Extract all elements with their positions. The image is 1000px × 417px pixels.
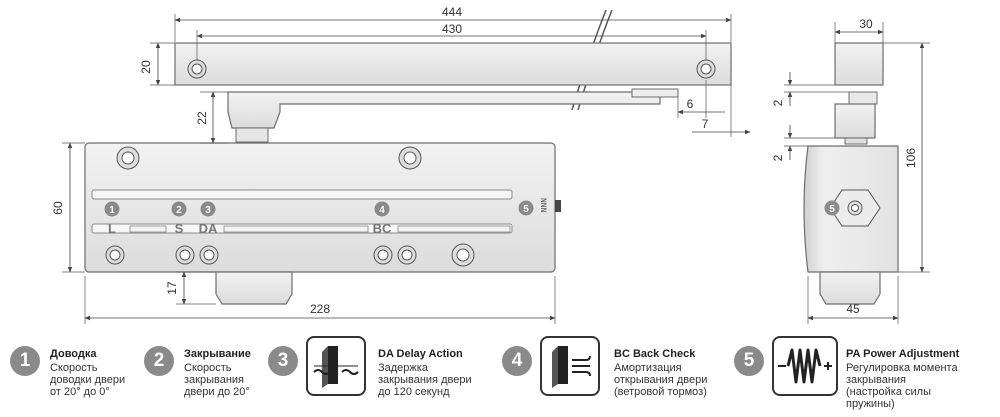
svg-text:2: 2: [176, 205, 182, 216]
rail-screw-left: [187, 59, 207, 79]
dim-45: 45: [846, 302, 860, 316]
side-marker-5: 5: [824, 200, 840, 216]
side-rail-block: [834, 42, 884, 86]
body-screw: [397, 245, 417, 265]
dim-2-bottom: 2: [771, 154, 785, 161]
dim-430: 430: [442, 22, 462, 36]
label-slot: [223, 225, 369, 233]
side-shaft: [819, 271, 881, 305]
arm-pivot: [235, 127, 269, 143]
valve-marker-2: 2: [171, 201, 187, 217]
slide-rail: [174, 42, 732, 86]
valve-marker-5: 5: [518, 200, 534, 216]
legend-item-4: 4 BC Back Check Амортизация открывания д…: [502, 336, 732, 416]
svg-text:3: 3: [205, 205, 211, 216]
dim-7: 7: [702, 117, 709, 131]
side-pivot: [844, 137, 868, 145]
arm-link-end: [631, 88, 679, 98]
dim-60: 60: [51, 201, 65, 215]
legend-description: Скорость доводки двери от 20° до 0°: [50, 362, 126, 398]
body-screw: [373, 245, 393, 265]
legend-description: Амортизация открывания двери (ветровой т…: [614, 362, 708, 398]
dim-20: 20: [139, 60, 153, 74]
label-slot: [397, 225, 511, 233]
legend-number: 5: [734, 346, 764, 376]
body-screw: [175, 245, 195, 265]
svg-text:4: 4: [379, 205, 385, 216]
valve-marker-3: 3: [200, 201, 216, 217]
side-arm-drop: [834, 103, 876, 139]
dim-106: 106: [904, 148, 918, 168]
pinion-shaft: [215, 271, 293, 305]
legend-title: Закрывание: [184, 348, 251, 360]
legend-description: Регулировка момента закрывания (настройк…: [846, 362, 958, 410]
body-label-l: L: [108, 221, 116, 236]
side-tab: [555, 200, 561, 212]
dim-17: 17: [165, 281, 179, 295]
body-label-s: S: [175, 221, 184, 236]
dim-228: 228: [310, 302, 330, 316]
serial-marks: NNN: [538, 198, 547, 213]
body-label-bc: BC: [373, 221, 392, 236]
dim-2-top: 2: [771, 99, 785, 106]
body-screw: [105, 245, 125, 265]
door-delay-icon: [306, 336, 366, 396]
legend-number: 4: [502, 346, 532, 376]
legend-description: Скорость закрывания двери до 20°: [184, 362, 250, 398]
legend-number: 3: [268, 346, 298, 376]
legend-title: Доводка: [50, 348, 97, 360]
svg-text:5: 5: [523, 204, 529, 215]
body-label-da: DA: [199, 221, 218, 236]
dim-30: 30: [859, 17, 873, 31]
valve-marker-4: 4: [374, 201, 390, 217]
body-screw: [451, 243, 475, 267]
legend-item-1: 1 Доводка Скорость доводки двери от 20° …: [10, 336, 140, 416]
dim-22: 22: [195, 111, 209, 125]
body-screw: [199, 245, 219, 265]
dim-444: 444: [442, 5, 462, 19]
body-screw: [398, 146, 422, 170]
svg-text:1: 1: [109, 205, 115, 216]
side-arm: [848, 91, 878, 105]
closer-body: [84, 142, 556, 273]
legend-number: 2: [144, 346, 174, 376]
legend-number: 1: [10, 346, 40, 376]
door-wind-icon: [540, 336, 600, 396]
rail-screw-right: [696, 59, 716, 79]
legend-title: DA Delay Action: [378, 348, 463, 360]
body-screw: [116, 146, 140, 170]
label-slot: [129, 225, 167, 233]
dim-6: 6: [687, 97, 694, 111]
body-groove: [91, 189, 513, 200]
legend-item-5: 5 PA Power Adjustment Регулировка момент…: [734, 336, 996, 416]
arm-link: [227, 91, 661, 129]
legend-item-3: 3 DA Delay Action Задержка закрывания дв…: [268, 336, 498, 416]
legend-title: BC Back Check: [614, 348, 696, 360]
spring-icon: [772, 336, 838, 396]
legend-description: Задержка закрывания двери до 120 секунд: [378, 362, 472, 398]
svg-text:5: 5: [829, 204, 835, 215]
valve-marker-1: 1: [104, 201, 120, 217]
legend-title: PA Power Adjustment: [846, 348, 960, 360]
legend-item-2: 2 Закрывание Скорость закрывания двери д…: [144, 336, 284, 416]
